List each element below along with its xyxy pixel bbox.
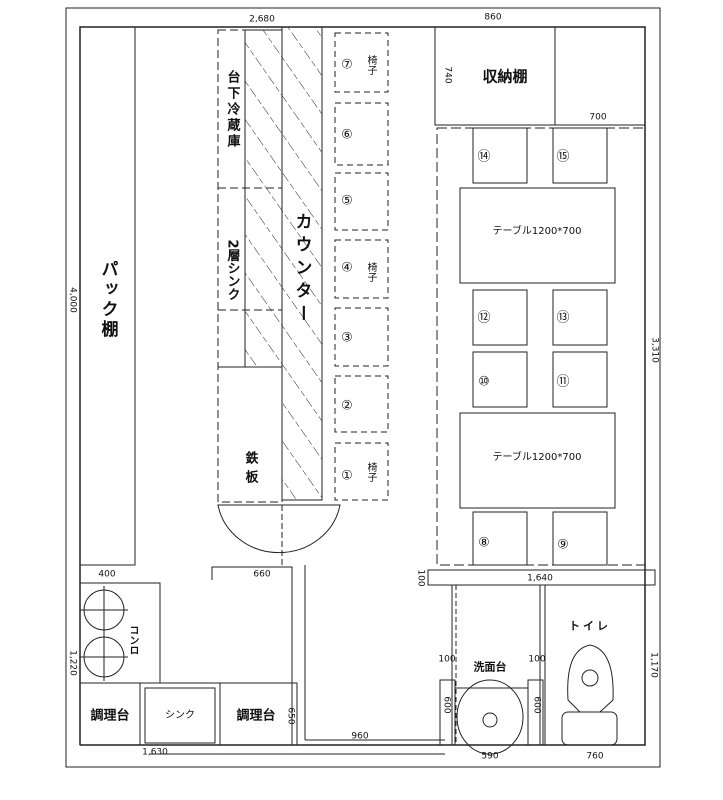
dim-600-right: 600 bbox=[531, 696, 542, 714]
counter-chairs bbox=[334, 32, 389, 501]
under-counter-unit bbox=[217, 29, 283, 503]
pack-shelf-label: パック棚 bbox=[97, 260, 118, 340]
toilet-tank bbox=[561, 711, 618, 746]
chair-12: ⑫ bbox=[477, 310, 491, 326]
griddle-label: 鉄板 bbox=[242, 451, 258, 489]
dim-860: 860 bbox=[484, 12, 502, 23]
chair-15: ⑮ bbox=[556, 149, 570, 165]
toilet-label: トイレ bbox=[569, 619, 611, 633]
washbasin-bowl bbox=[456, 679, 524, 755]
dim-3310: 3,310 bbox=[649, 337, 660, 363]
dim-660: 660 bbox=[253, 569, 271, 580]
chair-9: ⑨ bbox=[557, 537, 569, 553]
chair-label: 椅子 bbox=[365, 462, 376, 482]
kitchen-sink bbox=[144, 687, 216, 744]
sink-label: シンク bbox=[165, 710, 195, 721]
chair-2: ② bbox=[341, 398, 353, 414]
chair-label: 椅子 bbox=[365, 262, 376, 282]
dim-650: 650 bbox=[285, 707, 296, 725]
toilet-bowl bbox=[567, 644, 614, 713]
chair-5: ⑤ bbox=[341, 193, 353, 209]
dim-2680: 2,680 bbox=[249, 14, 275, 25]
dim-100: 100 bbox=[415, 569, 426, 587]
chair-1: ① bbox=[341, 468, 353, 484]
chair-8: ⑧ bbox=[478, 535, 490, 551]
chair-4: ④ bbox=[341, 260, 353, 276]
dim-100-right: 100 bbox=[528, 654, 546, 665]
dim-1630: 1,630 bbox=[142, 747, 168, 758]
fridge-label: 台下冷蔵庫 bbox=[224, 70, 240, 150]
dim-740: 740 bbox=[442, 66, 453, 84]
prep-table-2-label: 調理台 bbox=[236, 708, 276, 724]
outer-border bbox=[65, 7, 661, 768]
pack-shelf bbox=[79, 26, 136, 566]
dim-100-left: 100 bbox=[438, 654, 456, 665]
chair-11: ⑪ bbox=[556, 374, 570, 390]
chair-label: 椅子 bbox=[365, 55, 376, 75]
chair-10: ⑩ bbox=[478, 374, 490, 390]
dim-1170: 1,170 bbox=[648, 652, 659, 678]
dim-600-left: 600 bbox=[441, 696, 452, 714]
table-2-label: テーブル1200*700 bbox=[492, 452, 582, 463]
chair-13: ⑬ bbox=[556, 310, 570, 326]
chair-6: ⑥ bbox=[341, 127, 353, 143]
table-1-label: テーブル1200*700 bbox=[492, 226, 582, 237]
dim-400: 400 bbox=[98, 569, 116, 580]
two-sink-label: 2層シンク bbox=[224, 239, 240, 301]
dim-590: 590 bbox=[481, 751, 499, 762]
chair-14: ⑭ bbox=[477, 149, 491, 165]
table-chairs bbox=[472, 127, 608, 566]
stove-label: コンロ bbox=[127, 625, 138, 655]
dim-4000: 4,000 bbox=[67, 287, 78, 313]
chair-7: ⑦ bbox=[341, 57, 353, 73]
dim-960: 960 bbox=[351, 731, 369, 742]
partition-wall bbox=[427, 569, 656, 586]
table-2 bbox=[459, 412, 616, 509]
dim-1640: 1,640 bbox=[527, 573, 553, 584]
chair-3: ③ bbox=[341, 330, 353, 346]
table-1 bbox=[459, 187, 616, 284]
dim-760: 760 bbox=[586, 751, 604, 762]
storage-label: 収納棚 bbox=[482, 67, 528, 86]
prep-table-1-label: 調理台 bbox=[90, 708, 130, 724]
washbasin-label: 洗面台 bbox=[473, 660, 507, 674]
dim-1220: 1,220 bbox=[67, 650, 78, 676]
counter-label: カウンター bbox=[291, 212, 312, 328]
dim-700: 700 bbox=[589, 112, 607, 123]
fridge-hatch bbox=[244, 29, 283, 368]
counter-end-curve bbox=[217, 504, 341, 554]
